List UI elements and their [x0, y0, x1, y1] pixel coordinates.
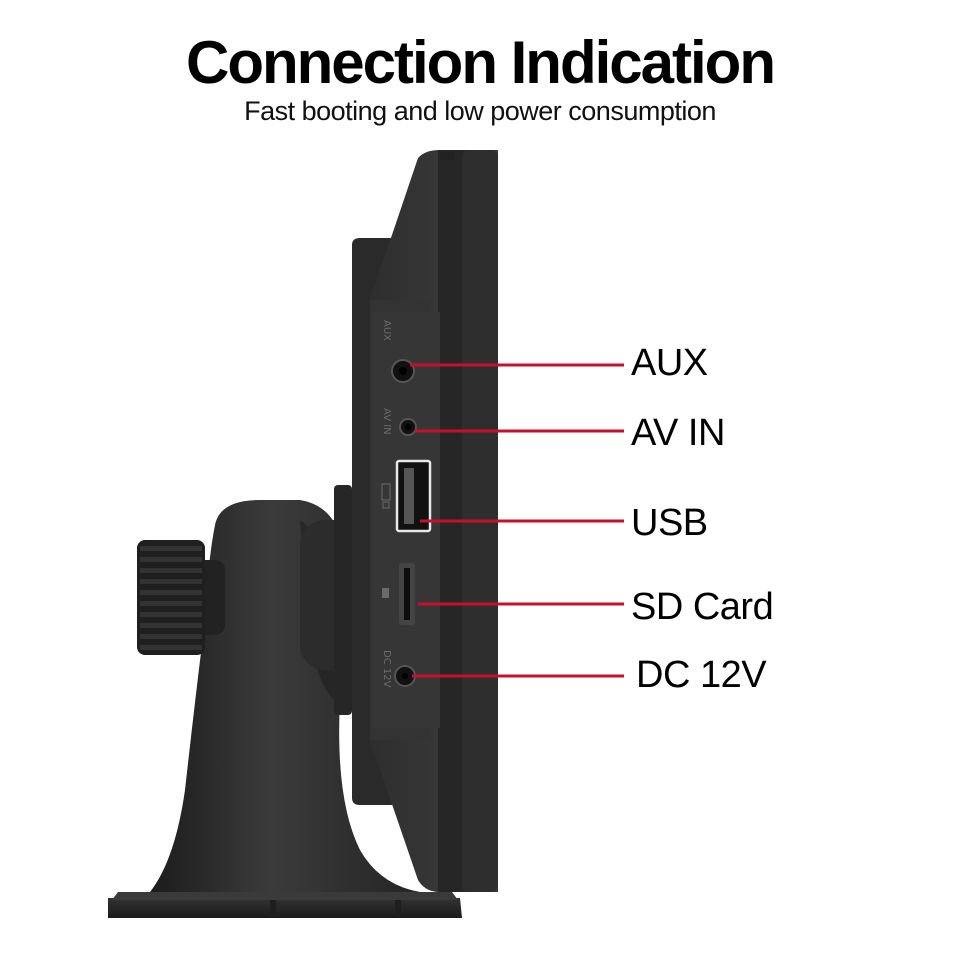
callout-sd-card-label: SD Card [631, 586, 774, 628]
sd-card-slot [399, 563, 415, 625]
callout-dc-12v-label: DC 12V [636, 654, 767, 696]
sd-marking-icon [382, 588, 389, 598]
aux-port [391, 359, 415, 383]
callout-av-in-label: AV IN [631, 412, 725, 454]
page-title: Connection Indication [186, 29, 776, 96]
usb-port [395, 459, 432, 533]
av-in-port [399, 418, 417, 436]
callout-aux-label: AUX [631, 342, 708, 384]
usb-marking-icon [381, 483, 391, 509]
mount-bracket [300, 485, 360, 715]
mount-base [108, 892, 462, 918]
callout-usb-label: USB [631, 502, 708, 544]
page-subtitle: Fast booting and low power consumption [244, 96, 716, 126]
callout-lines [410, 363, 624, 678]
av-in-marking: AV IN [381, 408, 392, 435]
tension-knob [137, 540, 225, 655]
aux-marking: AUX [381, 320, 392, 341]
dc-marking: DC 12V [381, 650, 392, 688]
